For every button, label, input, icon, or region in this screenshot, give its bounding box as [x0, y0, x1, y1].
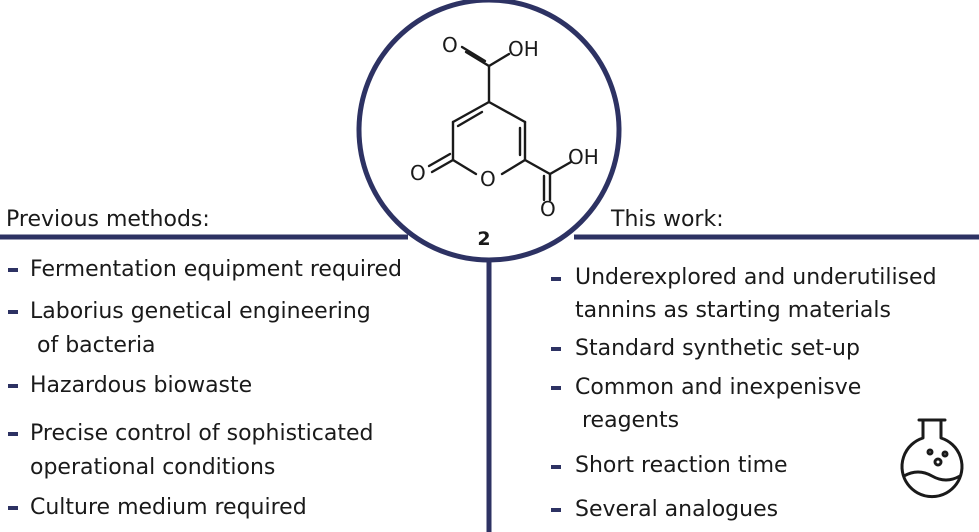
list-item: Short reaction time: [575, 453, 788, 478]
bullet-mark: [551, 386, 561, 390]
list-item: Precise control of sophisticated: [30, 421, 374, 446]
atom-label-o-top: O: [442, 33, 458, 57]
this-work-bullets: [551, 277, 561, 512]
list-item: Hazardous biowaste: [30, 373, 253, 398]
list-item: Several analogues: [575, 497, 779, 522]
chemical-structure: [427, 45, 573, 202]
list-item: Laborius genetical engineering: [30, 299, 371, 324]
previous-bullets: [8, 268, 18, 510]
list-item: Underexplored and underutilised: [575, 265, 937, 290]
atom-label-o-bottom: O: [540, 197, 556, 221]
list-item: Fermentation equipment required: [30, 257, 403, 282]
list-item: Standard synthetic set-up: [575, 336, 860, 361]
list-item: operational conditions: [30, 455, 276, 480]
list-item: reagents: [575, 408, 680, 433]
list-item: tannins as starting materials: [575, 298, 891, 323]
bullet-mark: [8, 506, 18, 510]
list-item: Culture medium required: [30, 495, 307, 520]
bullet-mark: [551, 277, 561, 281]
atom-label-oh-right: OH: [568, 145, 599, 169]
atom-label-oh-top: OH: [508, 37, 539, 61]
list-item: of bacteria: [30, 333, 156, 358]
bullet-mark: [8, 310, 18, 314]
compound-circle: [356, 0, 622, 263]
bullet-mark: [551, 465, 561, 469]
bullet-mark: [8, 432, 18, 436]
compound-number: 2: [477, 228, 491, 250]
list-item: Common and inexpenisve: [575, 375, 862, 400]
bullet-mark: [8, 384, 18, 388]
previous-methods-heading: Previous methods:: [6, 207, 210, 232]
flask-icon: [900, 418, 964, 499]
atom-label-o-left: O: [410, 161, 426, 185]
bullet-mark: [551, 508, 561, 512]
bullet-mark: [8, 268, 18, 272]
bullet-mark: [551, 347, 561, 351]
this-work-heading: This work:: [611, 207, 724, 232]
atom-label-o-ring: O: [480, 167, 496, 191]
